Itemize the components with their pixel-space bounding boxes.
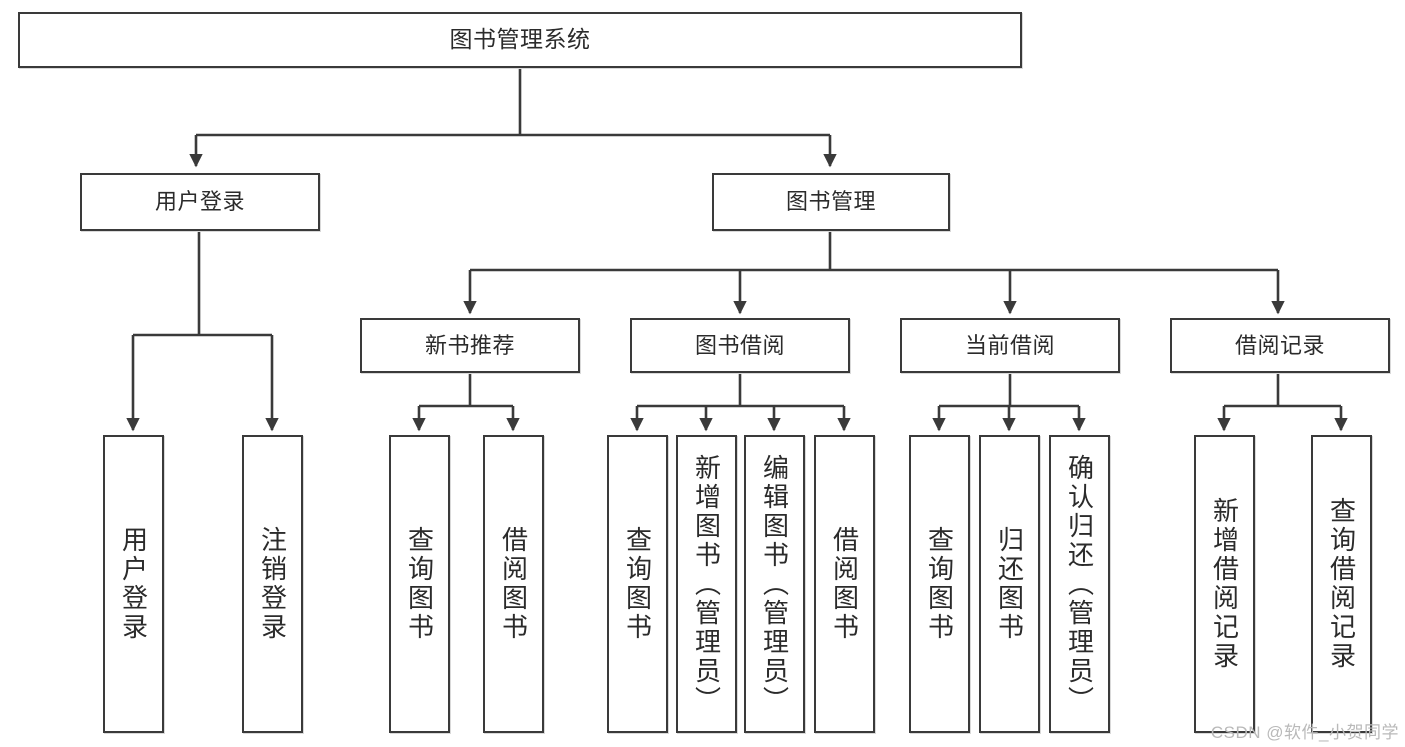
leaf-current-borrow-return[interactable]: 归还图书 xyxy=(979,435,1040,733)
leaf-current-borrow-confirm[interactable]: 确认归还（管理员） xyxy=(1049,435,1110,733)
watermark: CSDN @软件_小贺同学 xyxy=(1210,723,1399,742)
leaf-new-book-query[interactable]: 查询图书 xyxy=(389,435,450,733)
node-user-login[interactable]: 用户登录 xyxy=(80,173,320,231)
node-label: 查询图书 xyxy=(924,526,955,642)
node-label: 新增借阅记录 xyxy=(1209,497,1240,671)
node-label: 图书管理 xyxy=(785,189,876,215)
node-label: 新增图书（管理员） xyxy=(691,453,722,715)
node-label: 当前借阅 xyxy=(964,332,1055,358)
node-label: 注销登录 xyxy=(257,526,288,642)
node-label: 归还图书 xyxy=(994,526,1025,642)
leaf-user-login-login[interactable]: 用户登录 xyxy=(103,435,164,733)
leaf-book-borrow-edit[interactable]: 编辑图书（管理员） xyxy=(744,435,805,733)
leaf-borrow-record-query[interactable]: 查询借阅记录 xyxy=(1311,435,1372,733)
node-label: 借阅图书 xyxy=(829,526,860,642)
leaf-book-borrow-borrow[interactable]: 借阅图书 xyxy=(814,435,875,733)
node-label: 图书借阅 xyxy=(694,332,785,358)
node-current-borrow[interactable]: 当前借阅 xyxy=(900,318,1120,373)
node-label: 查询图书 xyxy=(404,526,435,642)
node-label: 借阅记录 xyxy=(1234,332,1325,358)
node-label: 编辑图书（管理员） xyxy=(759,453,790,715)
node-new-book-recommend[interactable]: 新书推荐 xyxy=(360,318,580,373)
leaf-user-login-logout[interactable]: 注销登录 xyxy=(242,435,303,733)
node-book-borrow[interactable]: 图书借阅 xyxy=(630,318,850,373)
node-label: 确认归还（管理员） xyxy=(1064,453,1095,715)
node-label: 图书管理系统 xyxy=(449,26,591,53)
node-root-system[interactable]: 图书管理系统 xyxy=(18,12,1022,68)
leaf-book-borrow-add[interactable]: 新增图书（管理员） xyxy=(676,435,737,733)
node-label: 查询借阅记录 xyxy=(1326,497,1357,671)
node-label: 用户登录 xyxy=(118,526,149,642)
node-label: 借阅图书 xyxy=(498,526,529,642)
leaf-new-book-borrow[interactable]: 借阅图书 xyxy=(483,435,544,733)
node-label: 用户登录 xyxy=(154,189,245,215)
leaf-current-borrow-query[interactable]: 查询图书 xyxy=(909,435,970,733)
leaf-borrow-record-add[interactable]: 新增借阅记录 xyxy=(1194,435,1255,733)
node-borrow-record[interactable]: 借阅记录 xyxy=(1170,318,1390,373)
leaf-book-borrow-query[interactable]: 查询图书 xyxy=(607,435,668,733)
node-label: 查询图书 xyxy=(622,526,653,642)
node-book-management[interactable]: 图书管理 xyxy=(712,173,950,231)
node-label: 新书推荐 xyxy=(424,332,515,358)
